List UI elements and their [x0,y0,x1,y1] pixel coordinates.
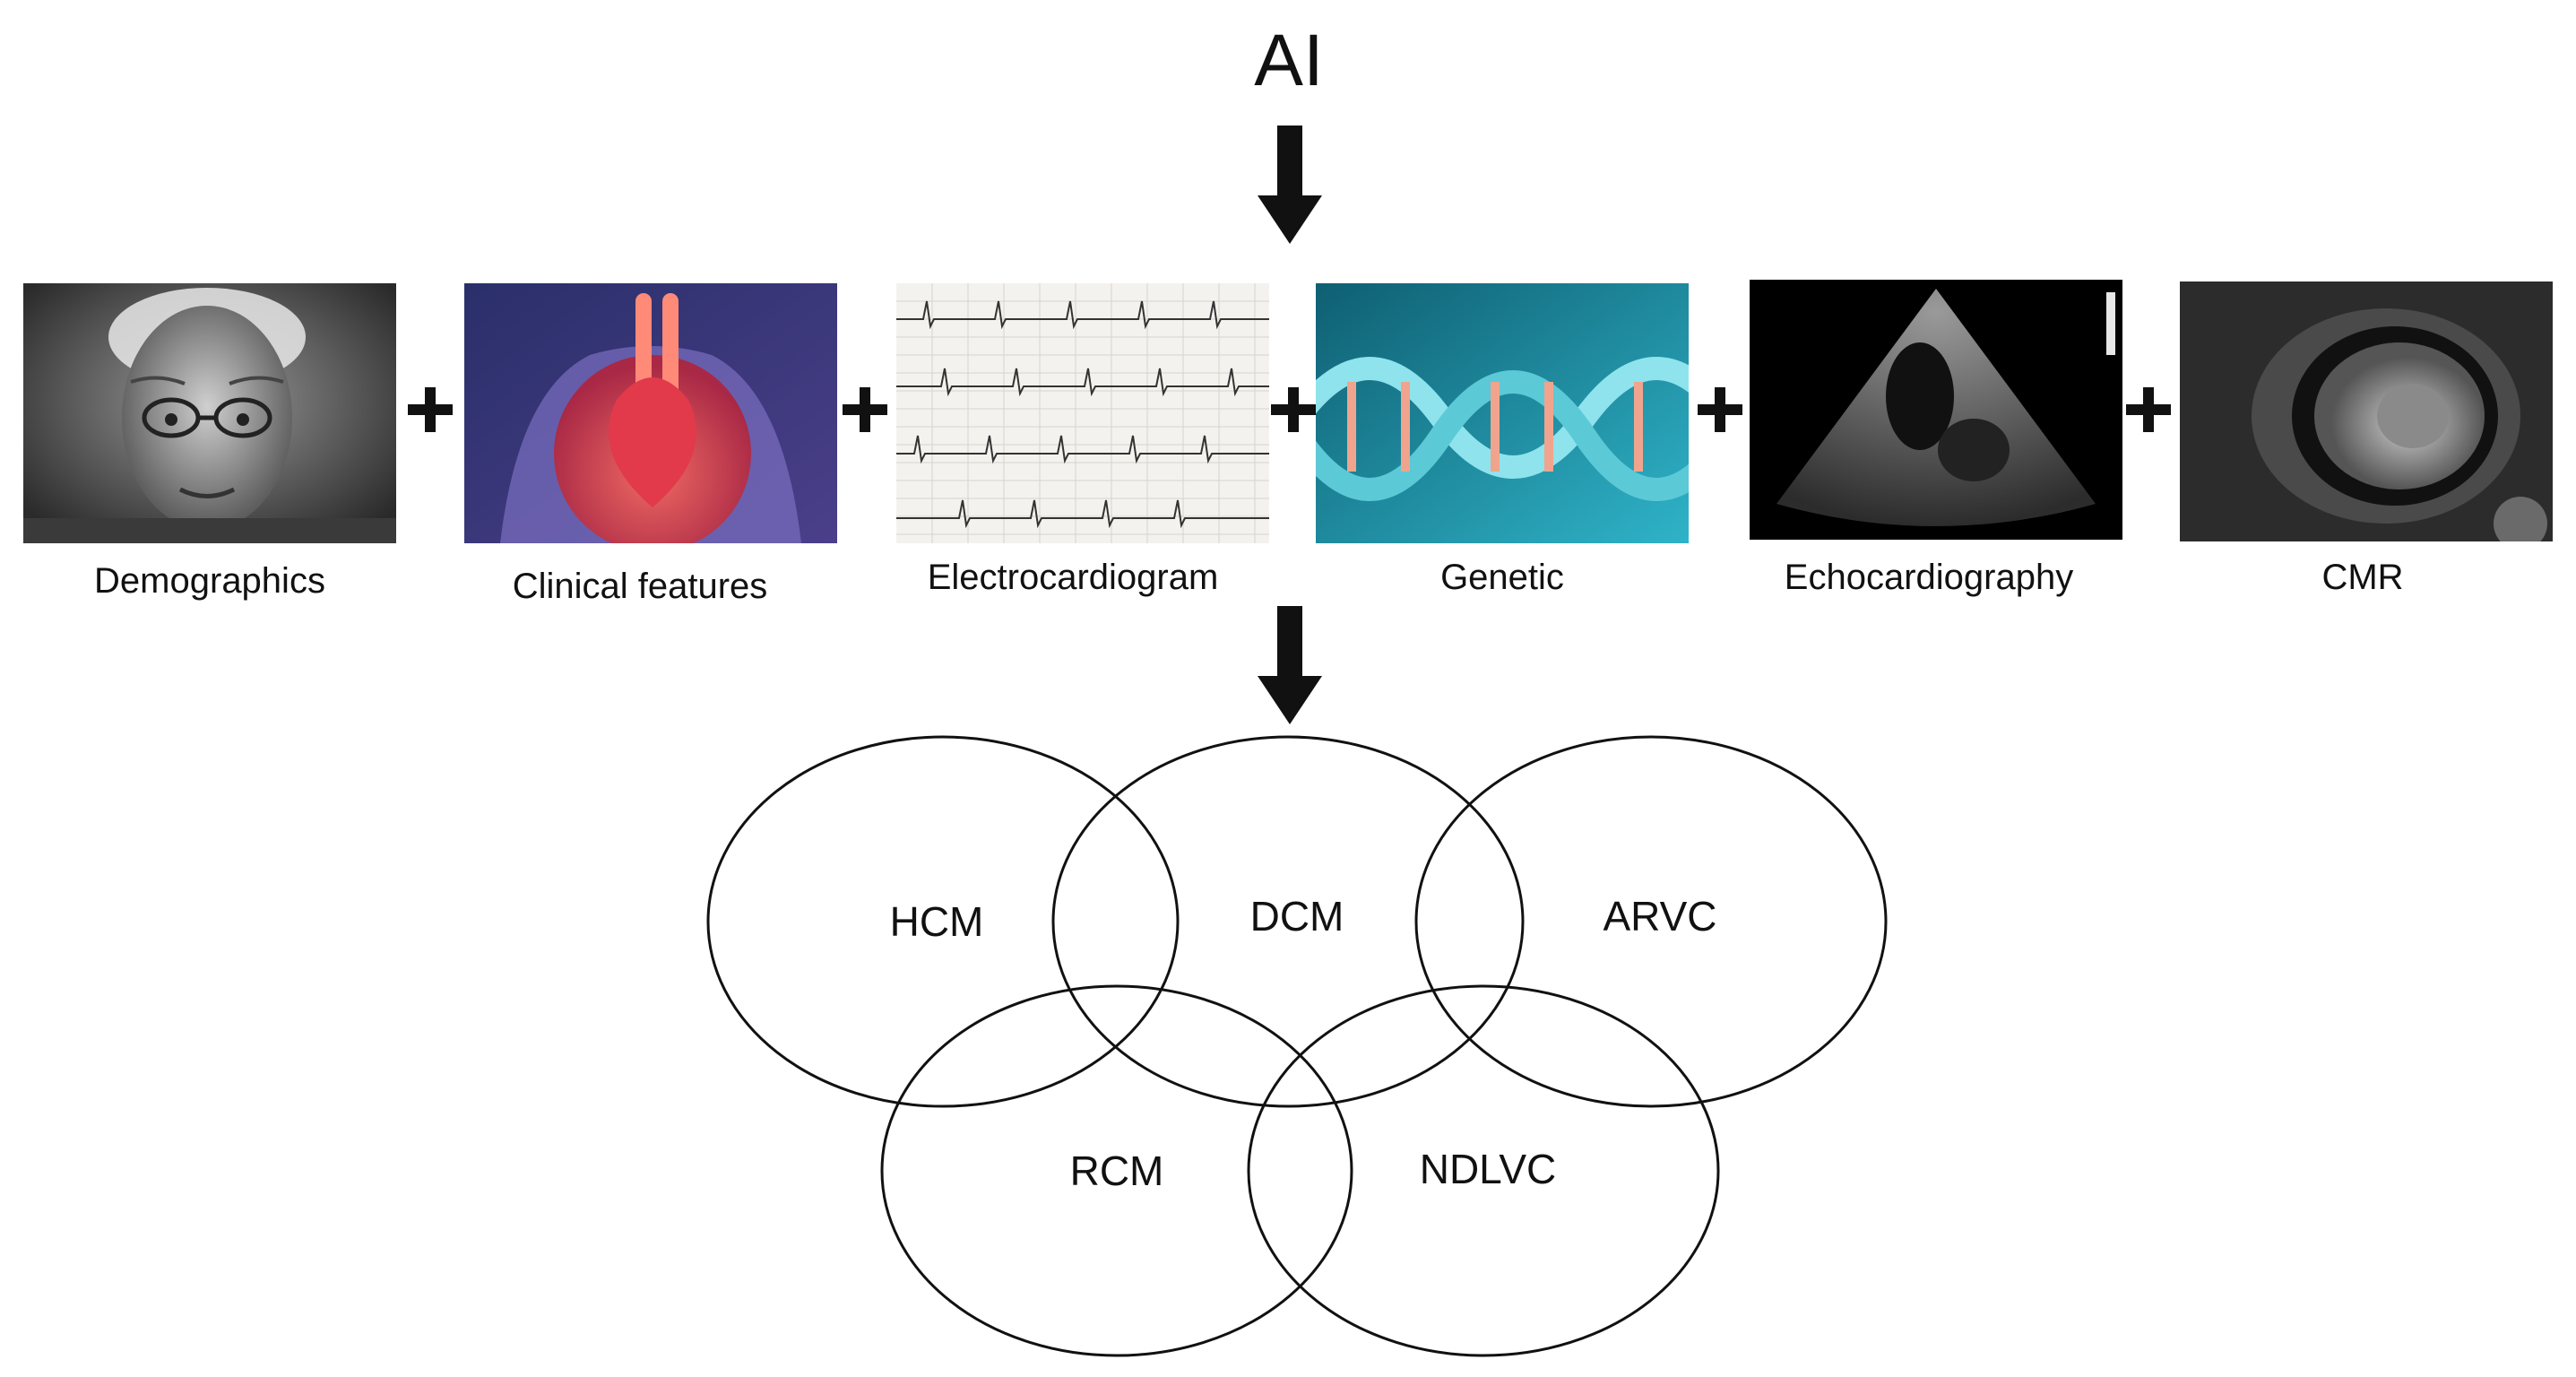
input-label-echocardiography: Echocardiography [1784,558,2074,597]
input-label-demographics: Demographics [94,561,325,601]
electrocardiogram-image [896,283,1269,543]
venn-label-arvc: ARVC [1603,893,1717,940]
venn-label-rcm: RCM [1069,1148,1164,1194]
diagram-title: AI [1254,20,1324,101]
venn-label-ndlvc: NDLVC [1419,1146,1557,1192]
cmr-image [2180,281,2553,541]
venn-label-dcm: DCM [1249,893,1344,940]
venn-circle-arvc [1414,735,1888,1108]
clinical-features-image [464,283,837,543]
down-arrow-icon-top [1258,126,1322,244]
venn-circle-dcm [1051,735,1525,1108]
venn-label-hcm: HCM [889,898,984,945]
venn-circle-rcm [880,984,1353,1357]
plus-icon-4 [1698,387,1742,432]
input-label-genetic: Genetic [1440,558,1564,597]
echocardiography-image [1750,280,2122,540]
down-arrow-icon-bottom [1258,606,1322,724]
input-label-electrocardiogram: Electrocardiogram [927,558,1219,597]
venn-circle-ndlvc [1247,984,1720,1357]
plus-icon-3 [1271,387,1316,432]
input-label-clinical-features: Clinical features [512,567,768,606]
venn-circle-hcm [706,735,1180,1108]
plus-icon-1 [408,387,453,432]
plus-icon-2 [843,387,887,432]
genetic-image [1316,283,1689,543]
plus-icon-5 [2126,387,2171,432]
input-label-cmr: CMR [2321,558,2404,597]
demographics-image [23,283,396,543]
